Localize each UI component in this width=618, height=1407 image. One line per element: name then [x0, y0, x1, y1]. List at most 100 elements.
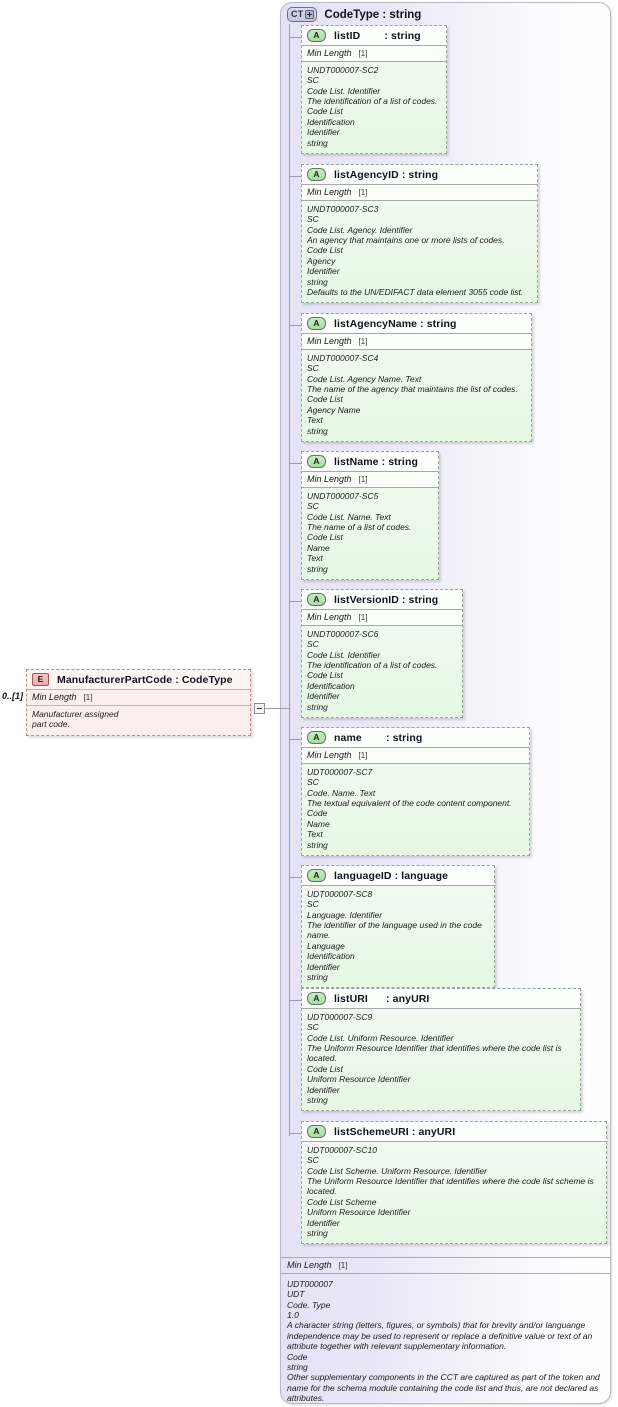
doc-line: Language: [307, 940, 345, 951]
doc-line: SC: [307, 1155, 319, 1166]
doc-line: Code List. Agency Name. Text: [307, 373, 422, 384]
attribute-facet-row: Min Length[1]: [302, 185, 537, 201]
complex-type-title: CodeType : string: [324, 8, 422, 21]
doc-line: Code List: [307, 1063, 343, 1074]
attribute-name: listName : string: [334, 455, 418, 468]
doc-line: string: [307, 137, 328, 148]
doc-line: Text: [307, 415, 323, 426]
doc-line: UDT000007: [287, 1279, 333, 1289]
connector-line-vertical: [289, 24, 290, 1136]
expand-plus-icon[interactable]: [305, 10, 315, 19]
doc-line: Code: [287, 1351, 308, 1362]
element-facet-label: Min Length: [32, 692, 77, 702]
doc-line: Code List. Name. Text: [307, 511, 391, 522]
attribute-badge-icon: A: [307, 869, 326, 882]
doc-line: Uniform Resource Identifier: [307, 1207, 411, 1218]
doc-line: SC: [307, 777, 319, 788]
attribute-badge-icon: A: [307, 317, 326, 330]
connector-stub: [289, 463, 301, 464]
doc-line: A character string (letters, figures, or…: [287, 1320, 593, 1352]
complex-type-header[interactable]: CT CodeType : string: [287, 7, 421, 22]
doc-line: UDT000007-SC10: [307, 1145, 377, 1155]
connector-stub: [289, 601, 301, 602]
attribute-facet-row: Min Length[1]: [302, 46, 446, 62]
doc-line: Identification: [307, 680, 355, 691]
connector-stub: [289, 739, 301, 740]
attribute-facet-label: Min Length: [307, 612, 352, 622]
doc-line: SC: [307, 501, 319, 512]
doc-line: string: [307, 276, 328, 287]
attribute-facet-row: Min Length[1]: [302, 472, 438, 488]
doc-line: Name: [307, 542, 330, 553]
doc-line: Identifier: [307, 1217, 340, 1228]
doc-line: Text: [307, 829, 323, 840]
attribute-facet-value: [1]: [358, 337, 368, 346]
connector-line-horizontal: [265, 708, 290, 709]
doc-line: Code List. Identifier: [307, 649, 381, 660]
attribute-badge-icon: A: [307, 455, 326, 468]
attribute-name: listAgencyName : string: [334, 317, 457, 330]
doc-line: An agency that maintains one or more lis…: [307, 235, 505, 246]
connector-stub: [289, 877, 301, 878]
element-facet-row: Min Length [1]: [27, 690, 250, 706]
element-header: E ManufacturerPartCode : CodeType: [27, 670, 250, 690]
doc-line: UDT000007-SC7: [307, 767, 373, 777]
doc-line: Code List: [307, 532, 343, 543]
connector-stub: [289, 325, 301, 326]
doc-line: Identification: [307, 116, 355, 127]
attribute-facet-value: [1]: [358, 49, 368, 58]
doc-line: Code List: [307, 245, 343, 256]
doc-line: Code List. Identifier: [307, 85, 381, 96]
doc-line: Manufacturer assigned: [32, 709, 119, 719]
doc-line: SC: [307, 363, 319, 374]
doc-line: Code List. Agency. Identifier: [307, 224, 413, 235]
connector-stub: [289, 1000, 301, 1001]
doc-line: Code List: [307, 670, 343, 681]
doc-line: SC: [307, 1022, 319, 1033]
attribute-name: listURI : anyURI: [334, 992, 430, 1005]
doc-line: Defaults to the UN/EDIFACT data element …: [307, 286, 524, 297]
attribute-badge-icon: A: [307, 992, 326, 1005]
doc-line: Code. Name. Text: [307, 787, 376, 798]
doc-line: Identifier: [307, 266, 340, 277]
doc-line: The textual equivalent of the code conte…: [307, 798, 512, 809]
doc-line: SC: [307, 214, 319, 225]
doc-line: The Uniform Resource Identifier that ide…: [307, 1043, 562, 1064]
doc-line: part code.: [32, 719, 70, 730]
doc-line: Code List. Uniform Resource. Identifier: [307, 1032, 454, 1043]
connector-stub: [289, 37, 301, 38]
attribute-name: languageID : language: [334, 869, 449, 882]
connector-stub: [289, 1133, 301, 1134]
doc-line: SC: [307, 75, 319, 86]
attribute-facet-label: Min Length: [307, 336, 352, 346]
attribute-name: listAgencyID : string: [334, 168, 439, 181]
attribute-facet-value: [1]: [358, 751, 368, 760]
doc-line: string: [307, 563, 328, 574]
doc-line: SC: [307, 899, 319, 910]
element-box-manufacturerpartcode[interactable]: E ManufacturerPartCode : CodeType Min Le…: [26, 669, 251, 736]
doc-line: Identifier: [307, 1084, 340, 1095]
complex-type-facet-value: [1]: [338, 1261, 348, 1270]
doc-line: Code: [307, 808, 328, 819]
doc-line: string: [307, 839, 328, 850]
doc-line: The name of the agency that maintains th…: [307, 384, 518, 395]
doc-line: Code List: [307, 106, 343, 117]
collapse-minus-icon[interactable]: [254, 703, 265, 714]
